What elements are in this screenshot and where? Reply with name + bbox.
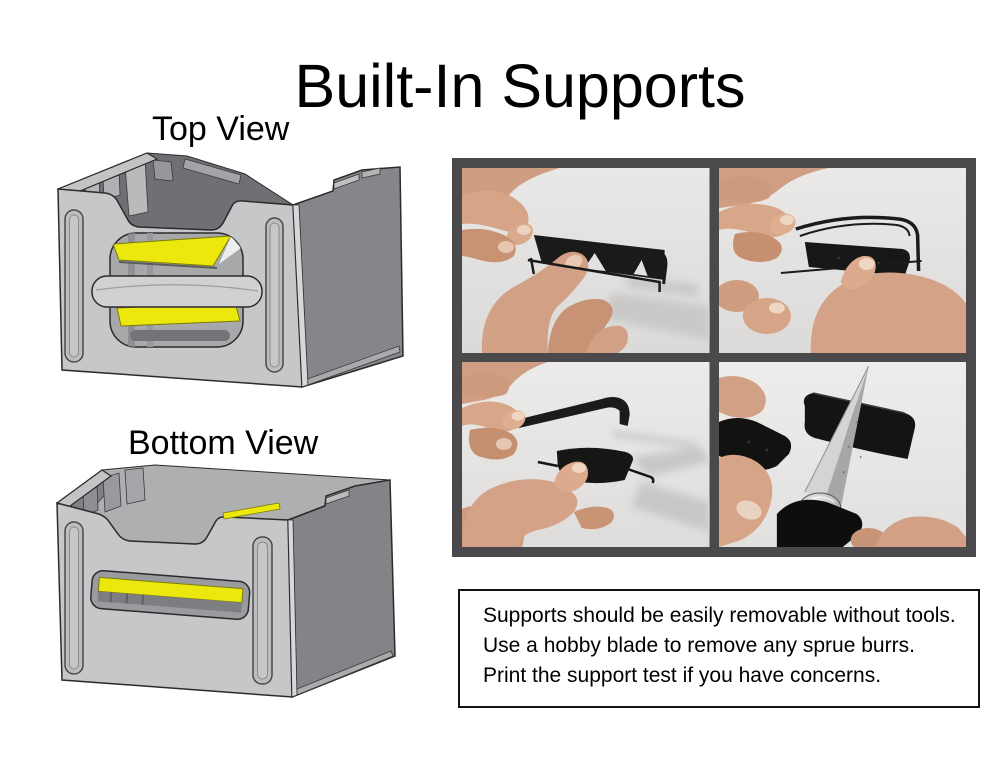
instructions-box: Supports should be easily removable with…	[458, 589, 980, 708]
support-sprue	[527, 257, 661, 292]
instruction-line-2: Use a hobby blade to remove any sprue bu…	[483, 634, 915, 657]
hobby-blade	[776, 365, 869, 547]
printed-part	[533, 235, 668, 285]
blade-handle	[776, 499, 862, 547]
hand-lower	[462, 461, 614, 547]
support-surface-upper	[112, 235, 232, 267]
bottom-view-grooves	[64, 521, 273, 685]
hand-upper	[718, 168, 829, 262]
bottom-view-render	[55, 464, 396, 699]
backdrop-shadow	[611, 430, 710, 532]
photo-step-2-peel-frame	[718, 168, 966, 353]
bottom-view-support-slot	[90, 569, 251, 621]
page-title: Built-In Supports	[294, 51, 746, 120]
bottom-view-corner-chamfer	[287, 519, 298, 698]
instruction-line-1: Supports should be easily removable with…	[483, 604, 956, 627]
photo-step-3-detached-support	[462, 362, 710, 547]
hand-upper	[462, 168, 560, 263]
bottom-view-right-face	[287, 479, 396, 699]
top-view-right-face	[292, 166, 404, 388]
support-strip-top-edge	[222, 502, 281, 520]
hand-upper	[462, 362, 548, 460]
top-view-render	[56, 152, 404, 388]
photo-step-1-pop-support	[462, 168, 710, 353]
photo-grid	[452, 158, 976, 557]
hand-lower	[718, 255, 966, 353]
top-view-opening	[91, 232, 263, 348]
removed-support-strip	[515, 397, 630, 428]
instruction-line-3: Print the support test if you have conce…	[483, 664, 882, 687]
top-view-label: Top View	[152, 110, 290, 148]
fingers	[718, 376, 966, 547]
hand-lower	[481, 251, 628, 353]
top-view-corner-chamfer	[292, 204, 309, 388]
top-view-grooves	[64, 209, 284, 373]
backdrop-shadow	[601, 275, 710, 340]
photo-step-4-trim-blade	[718, 362, 966, 547]
bottom-view-label: Bottom View	[128, 424, 319, 462]
top-view-cross-bar	[91, 275, 263, 308]
